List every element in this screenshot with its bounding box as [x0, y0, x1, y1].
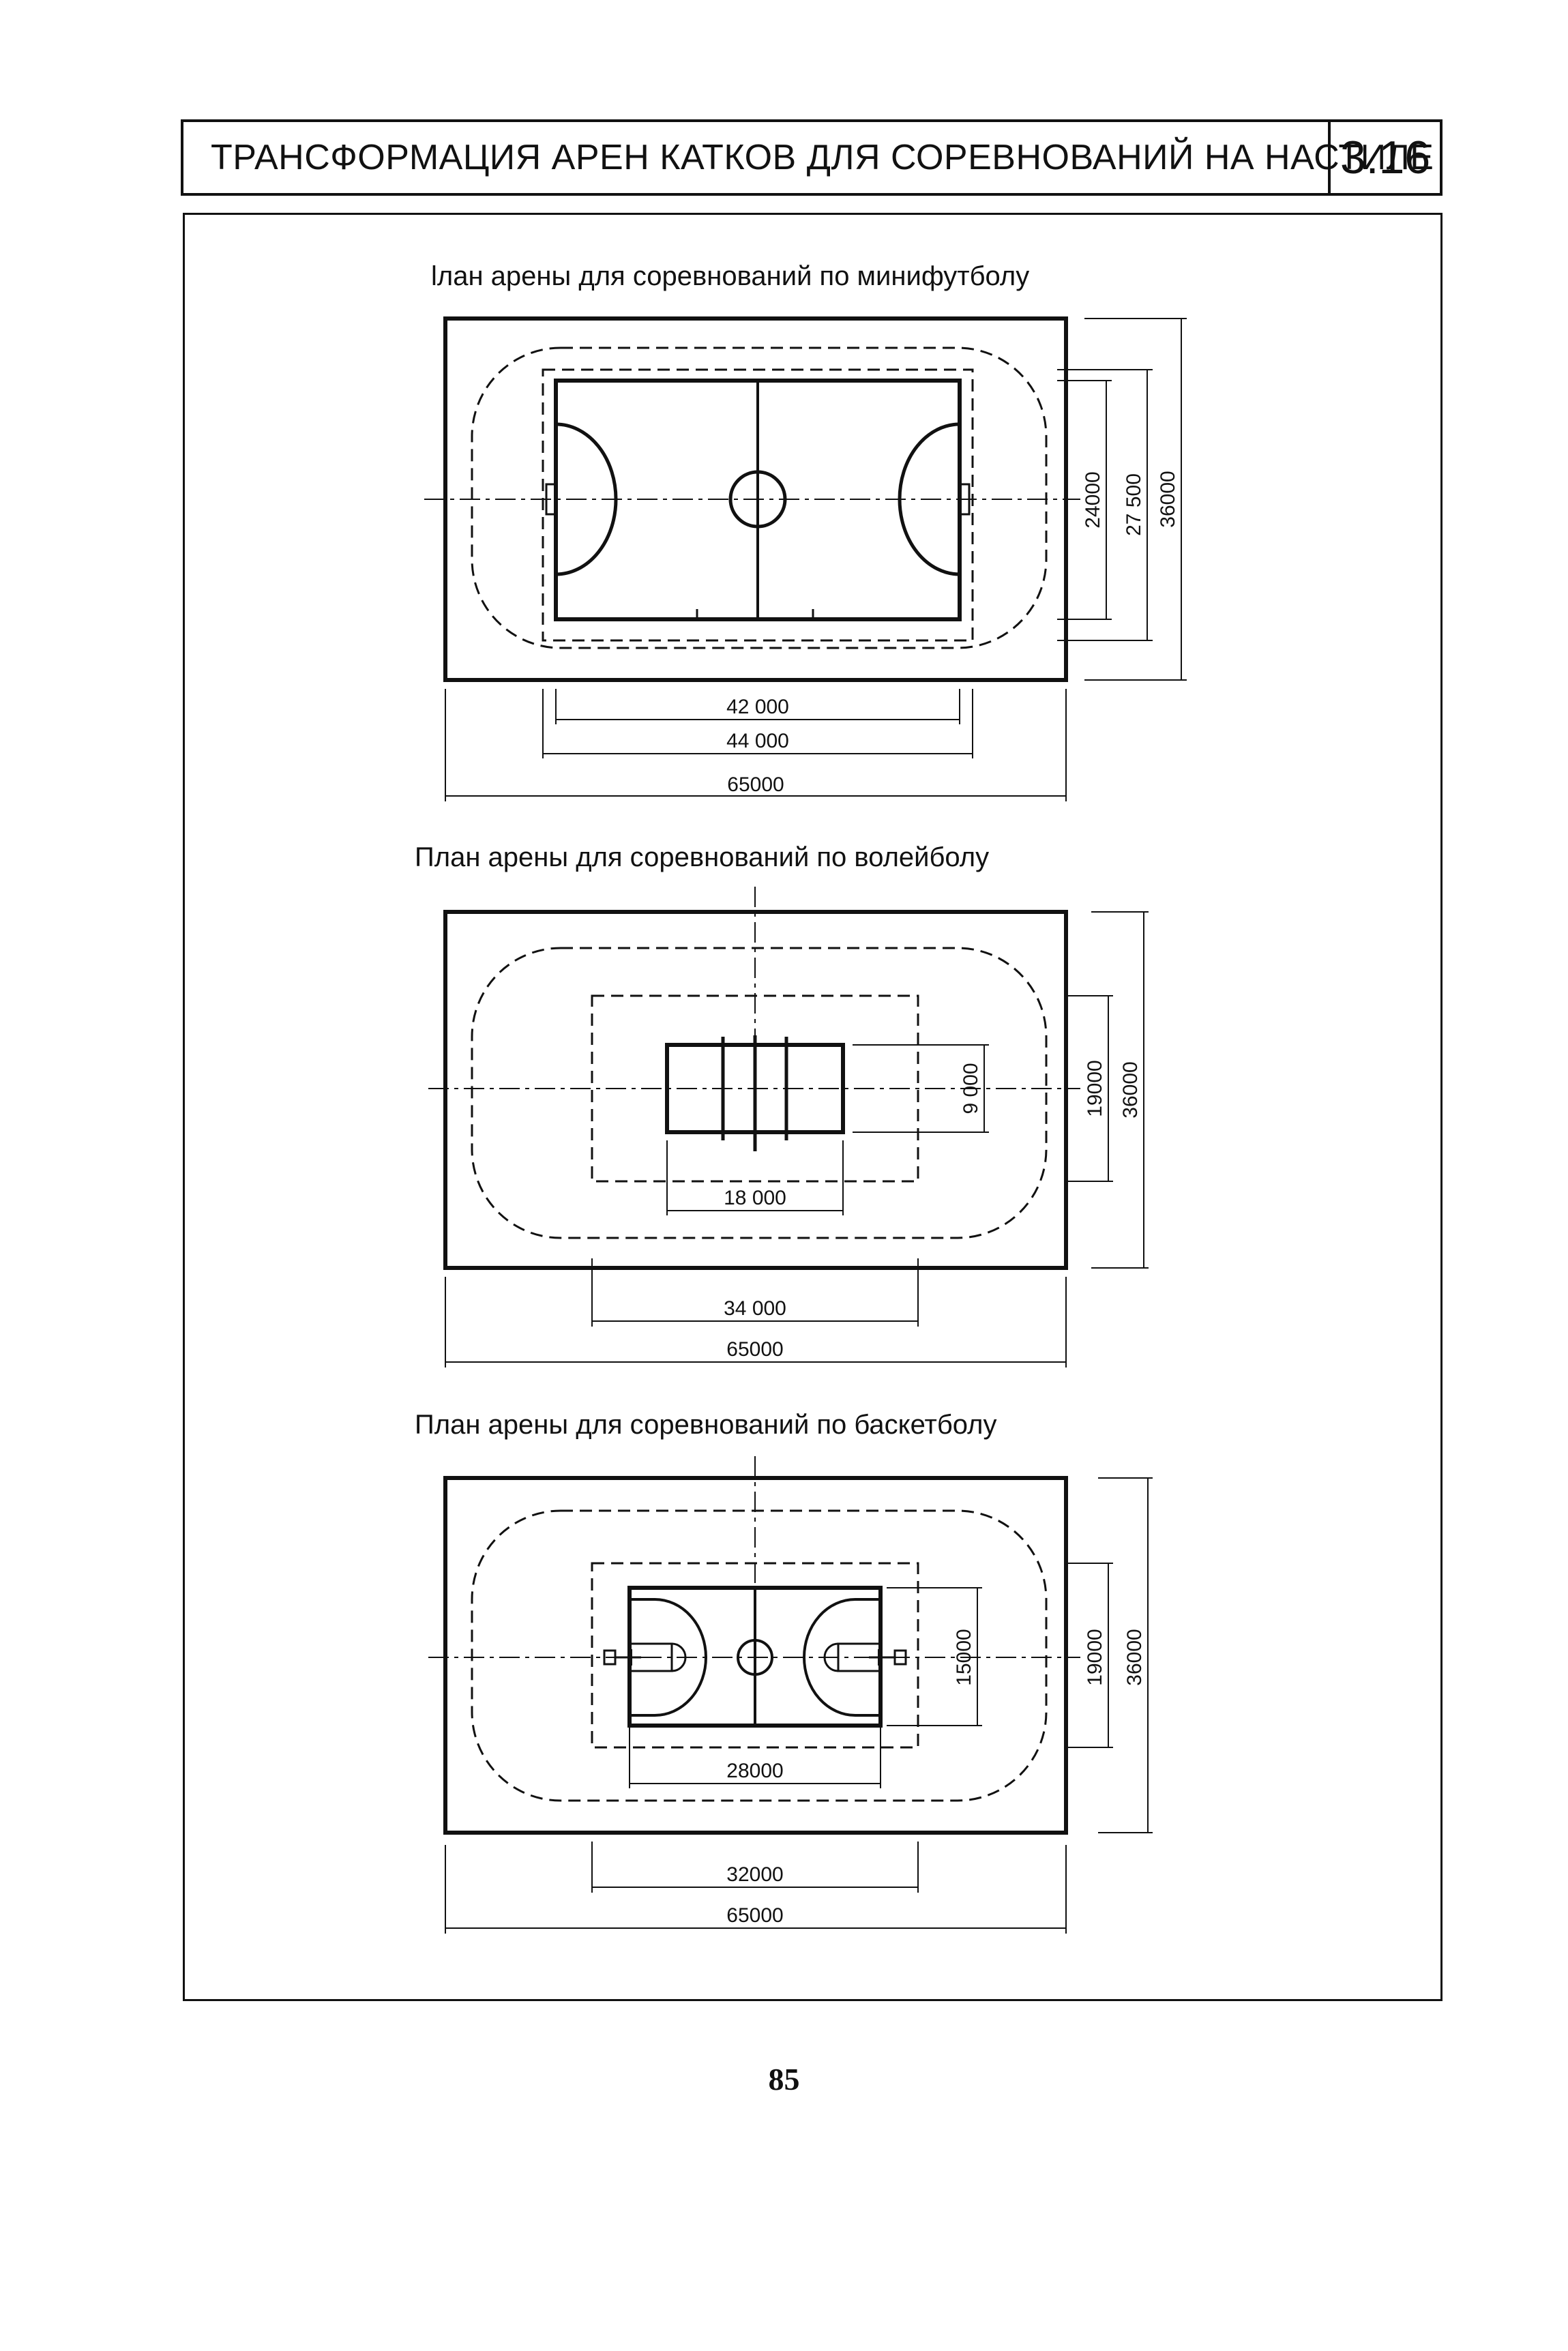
page-title: ТРАНСФОРМАЦИЯ АРЕН КАТКОВ ДЛЯ СОРЕВНОВАН…: [211, 138, 1434, 177]
dimension-court-length: 28000: [726, 1760, 783, 1782]
section-code: 3.16: [1340, 132, 1431, 183]
header-divider: [1328, 122, 1331, 193]
dimension-deck-length: 44 000: [726, 730, 789, 752]
dimension-arena-length: 65000: [727, 773, 784, 796]
dimension-arena-length: 65000: [726, 1338, 783, 1361]
three-point-arc-right: [803, 1598, 881, 1717]
plan-title-basketball: План арены для соревнований по баскетбол…: [415, 1410, 996, 1440]
dimension-field-width: 24000: [1082, 471, 1104, 528]
dimension-arena-width: 36000: [1157, 471, 1179, 527]
dimension-deck-length: 32000: [726, 1863, 783, 1886]
page-header: ТРАНСФОРМАЦИЯ АРЕН КАТКОВ ДЛЯ СОРЕВНОВАН…: [181, 119, 1443, 196]
dimension-deck-width: 19000: [1084, 1060, 1106, 1117]
dimension-field-length: 42 000: [726, 696, 789, 718]
dimension-lines: [445, 318, 1187, 801]
arena-outline: [443, 1476, 1068, 1835]
ice-boundary: [471, 1509, 1048, 1802]
dimension-court-width: 9 000: [960, 1063, 982, 1114]
dimension-lines: [445, 1477, 1153, 1934]
plan-title-minifootball: lлан арены для соревнований по минифутбо…: [431, 261, 1029, 291]
arena-outline: [443, 910, 1068, 1270]
page-number: 85: [768, 2062, 800, 2097]
plan-title-volleyball: План арены для соревнований по волейболу: [415, 842, 989, 872]
plan-minifootball: lлан арены для соревнований по минифутбо…: [424, 261, 1187, 801]
dimension-court-width: 15000: [953, 1629, 975, 1685]
content-frame: [183, 213, 1443, 2001]
dimension-arena-length: 65000: [726, 1904, 783, 1927]
ice-boundary: [471, 947, 1048, 1239]
ice-boundary: [471, 346, 1048, 649]
dimension-lines: [445, 911, 1149, 1367]
dimension-deck-length: 34 000: [724, 1297, 786, 1320]
dimension-deck-width: 27 500: [1123, 473, 1145, 536]
dimension-deck-width: 19000: [1084, 1629, 1106, 1685]
dimension-court-length: 18 000: [724, 1187, 786, 1209]
key-left: [630, 1642, 673, 1672]
plan-volleyball: План арены для соревнований по волейболу: [415, 842, 1149, 1367]
plan-basketball: План арены для соревнований по баскетбол…: [415, 1410, 1153, 1934]
deck-boundary: [542, 368, 974, 642]
dimension-arena-width: 36000: [1123, 1629, 1146, 1685]
dimension-arena-width: 36000: [1119, 1061, 1142, 1118]
